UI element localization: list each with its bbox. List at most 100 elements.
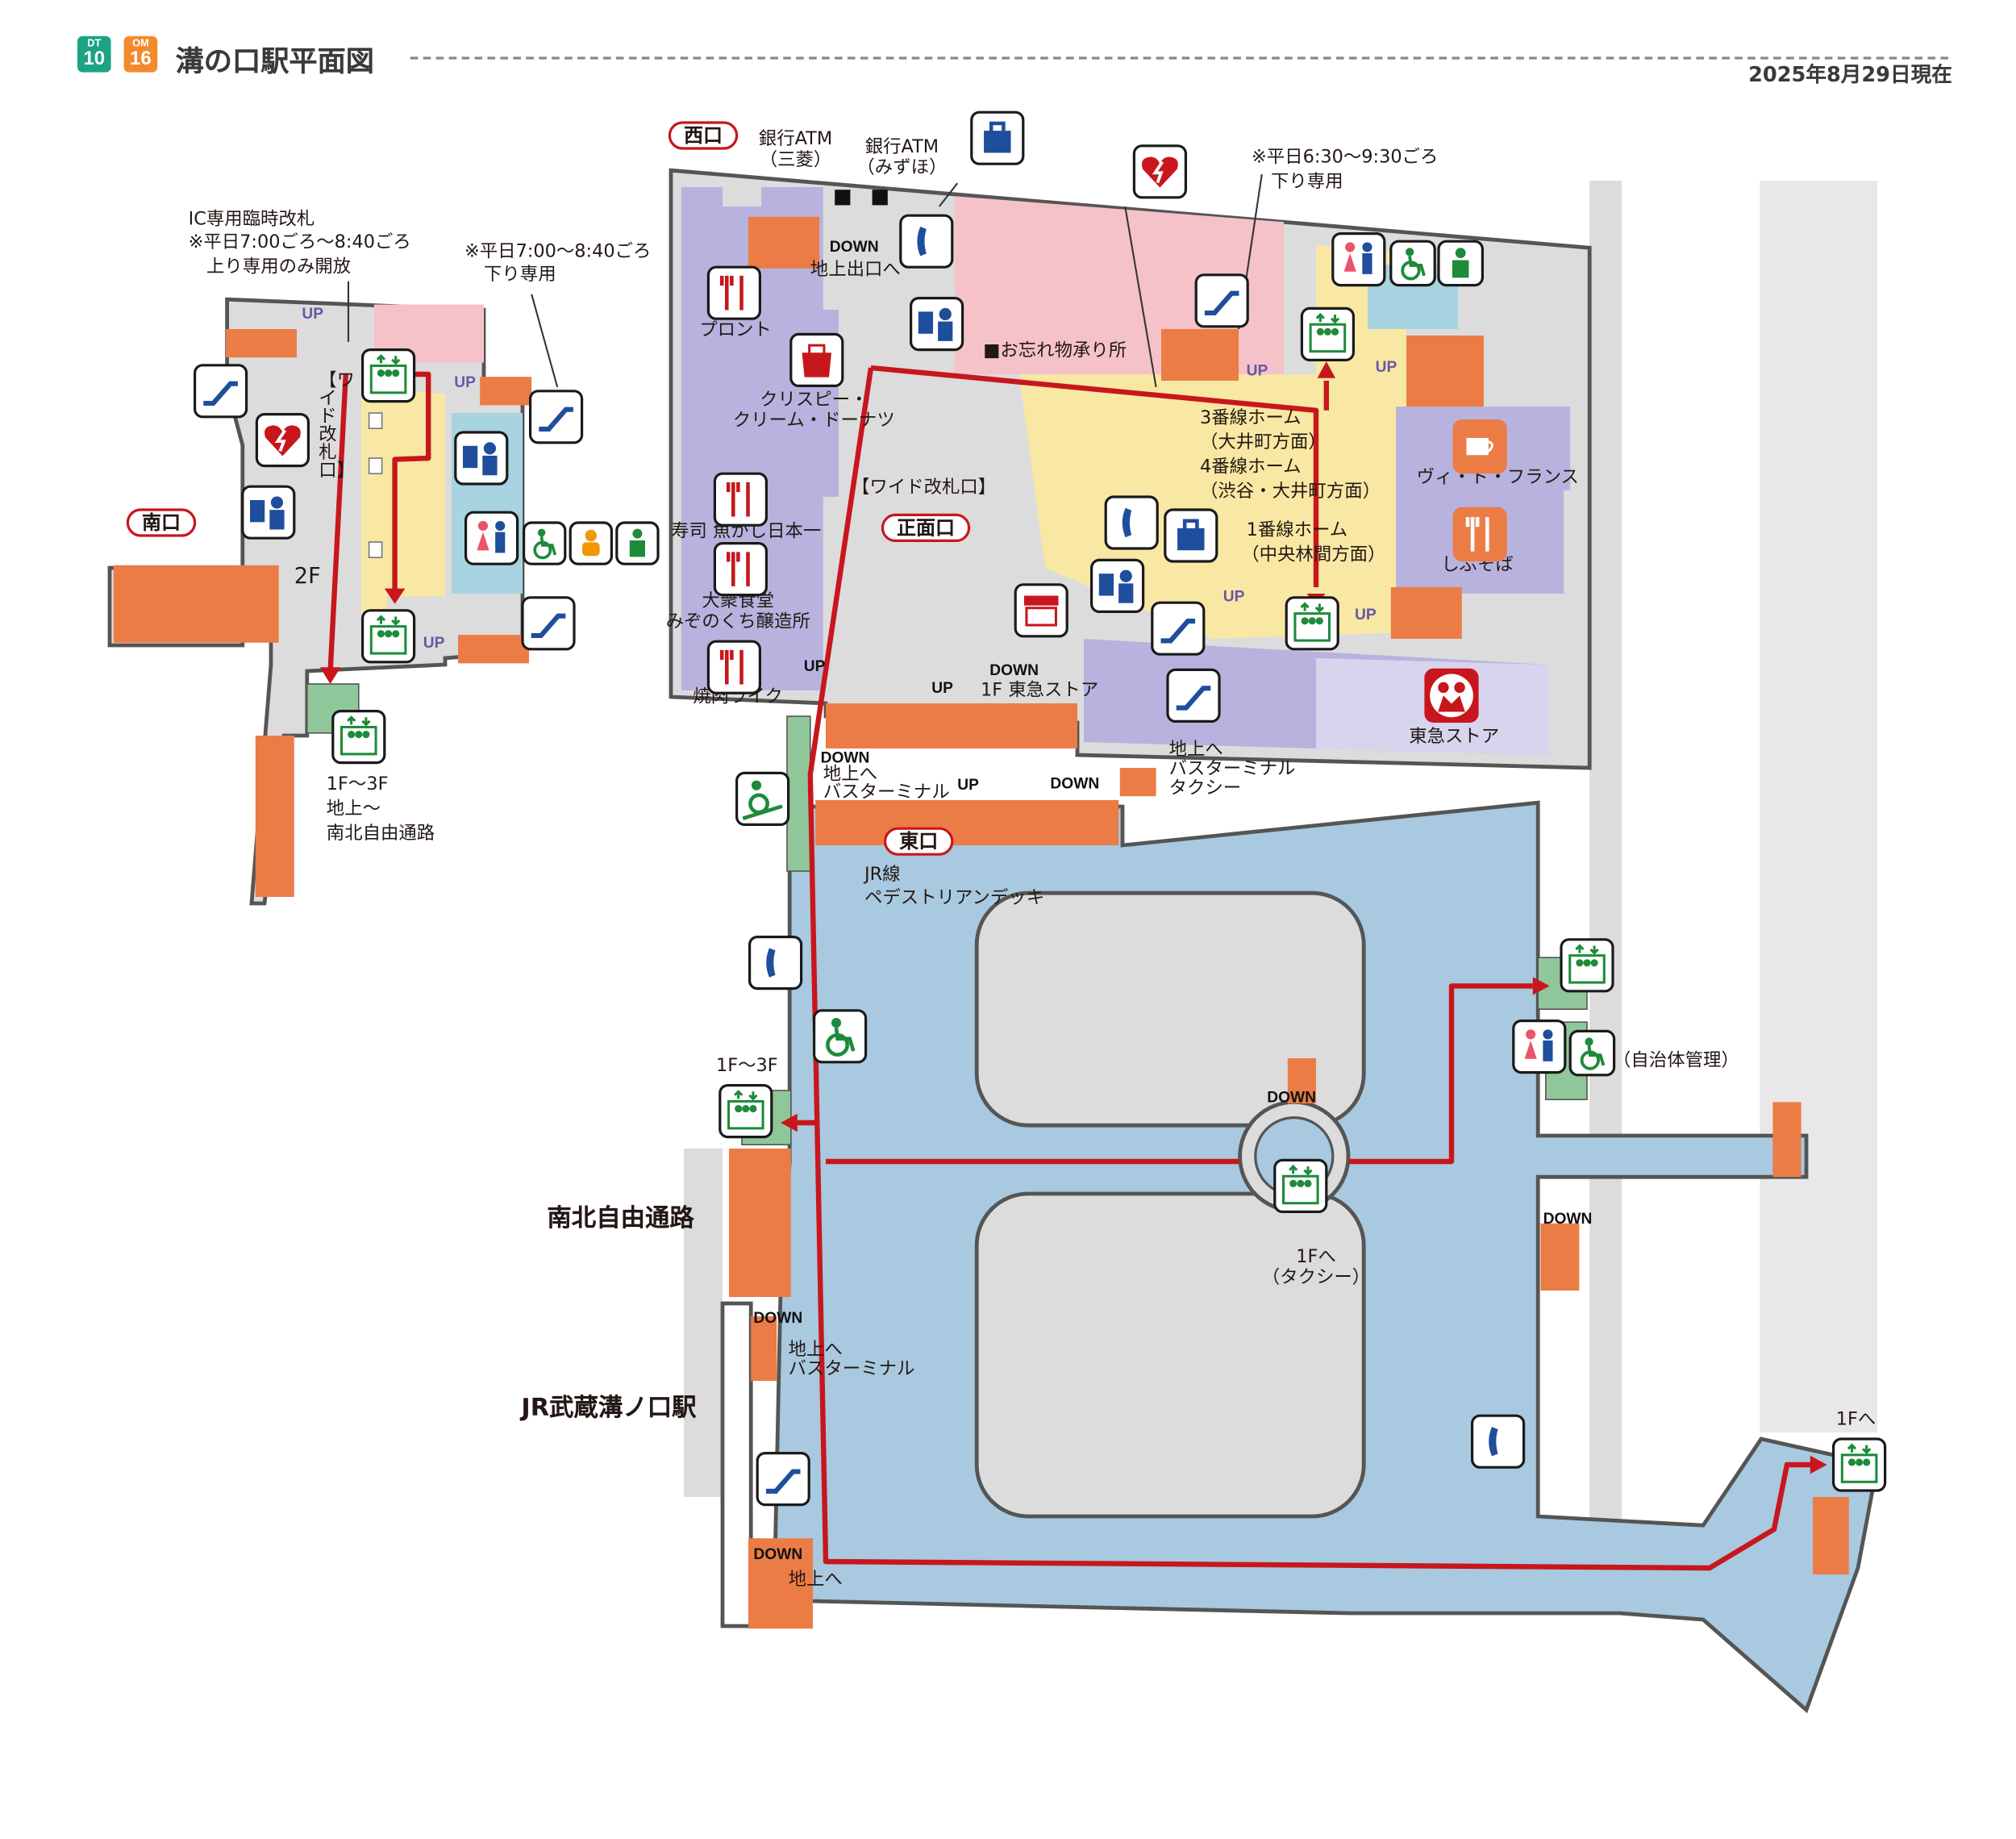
free-passage-label: 南北自由通路	[547, 1203, 694, 1232]
south-exit-label: 南口	[126, 508, 197, 537]
ground-bus-label-2: バスターミナル	[823, 782, 950, 803]
left-elevator-label-1: 1F～3F	[326, 774, 389, 795]
east-exit-label: 東口	[884, 827, 954, 856]
accessible-toilet-icon	[1389, 240, 1436, 287]
ticket-gates	[368, 412, 383, 559]
platform-1-label: 1番線ホーム	[1246, 519, 1348, 541]
jr-station-label: JR武蔵溝ノ口駅	[521, 1394, 697, 1423]
island-north	[974, 890, 1366, 1128]
bus-label-2: バスターミナル	[788, 1358, 915, 1380]
west-exit-label: 西口	[668, 121, 739, 150]
elevator-icon-southeast	[1832, 1437, 1887, 1492]
slope-icon	[735, 771, 790, 826]
elevator-icon-center	[1273, 1158, 1328, 1213]
ticket-office-icon-concourse[interactable]	[1090, 558, 1145, 613]
phone-icon-east[interactable]	[1471, 1414, 1526, 1469]
ic-gate-label-1: IC専用臨時改札	[188, 209, 315, 230]
down-arrow-lower-2: DOWN	[753, 1545, 803, 1563]
free-passage-stairs	[729, 1149, 791, 1297]
elevator-icon-east	[1560, 938, 1614, 993]
front-exit-label: 正面口	[881, 513, 971, 542]
stairs	[113, 216, 1849, 1629]
header-divider	[410, 56, 1948, 60]
weekday-note-1: ※平日6:30～9:30ごろ	[1252, 147, 1439, 168]
down-arrow-main-2: DOWN	[820, 749, 870, 767]
elevator-icon-left-3	[331, 710, 386, 765]
down-arrow-main-3: DOWN	[1050, 774, 1100, 793]
atm-mitsubishi-label: 銀行ATM（三菱）	[758, 129, 833, 171]
down-only-note-2: 下り専用	[484, 265, 556, 286]
up-arrow-main-7: UP	[957, 775, 979, 794]
jr-block	[720, 1301, 753, 1628]
restroom-icon	[1331, 232, 1386, 287]
ostomate-icon	[1437, 240, 1484, 287]
elevator-icon-left-2	[361, 609, 416, 664]
wide-gate-vertical: 【ワイド改札口】	[319, 370, 355, 482]
aed-icon-left	[255, 413, 310, 468]
cafe-icon	[1452, 419, 1507, 474]
free-passage-wall	[684, 1149, 723, 1497]
ticket-office-icon[interactable]	[910, 297, 964, 352]
restaurant-icon-shokudo	[713, 542, 768, 597]
up-arrow-left-3: UP	[423, 633, 445, 652]
restroom-icon-east	[1512, 1020, 1567, 1074]
right-corridor-1	[1589, 181, 1622, 1549]
down-arrow-right: DOWN	[1543, 1209, 1593, 1228]
restroom-icon-left	[464, 511, 519, 565]
accessible-toilet-icon-left	[523, 521, 567, 565]
platform-4-direction: （渋谷・大井町方面）	[1200, 481, 1381, 502]
ground-only-label: 地上へ	[788, 1569, 843, 1591]
up-arrow-main-1: UP	[1246, 361, 1268, 380]
phone-icon-concourse[interactable]	[1104, 495, 1159, 550]
restaurant-icon-yakiniku	[706, 640, 761, 694]
krispy-kreme-label: クリスピー・クリーム・ドーナツ	[732, 390, 895, 432]
up-arrow-main-2: UP	[1375, 357, 1397, 376]
ticket-office-icon-south[interactable]	[241, 485, 296, 540]
down-arrow-main-1: DOWN	[989, 661, 1039, 679]
platform-3-direction: （大井町方面）	[1200, 432, 1327, 453]
page-title: 溝の口駅平面図	[175, 46, 375, 79]
platform-1-direction: （中央林間方面）	[1241, 544, 1386, 565]
jr-deck-label-1: JR線	[864, 865, 901, 886]
island-south	[974, 1191, 1366, 1519]
takeout-icon-krispy	[789, 332, 844, 387]
platform-3-label: 3番線ホーム	[1200, 407, 1302, 429]
up-arrow-left-1: UP	[302, 304, 324, 323]
lost-found-icon	[970, 111, 1025, 165]
escalator-icon-left-2	[529, 390, 584, 444]
up-arrow-main-6: UP	[931, 678, 953, 697]
lower-elevator-label: 1F～3F	[716, 1055, 778, 1077]
up-arrow-main-5: UP	[803, 657, 826, 675]
jr-deck-label-2: ペデストリアンデッキ	[864, 887, 1045, 909]
escalator-icon-tokyu	[1166, 668, 1221, 723]
right-corridor-2	[1760, 181, 1877, 1432]
up-arrow-left-2: UP	[454, 373, 476, 391]
ground-exit-label: 地上出口へ	[810, 259, 901, 281]
shokudo-label: 大衆食堂みぞのくち醸造所	[665, 590, 810, 633]
atm-square-2	[872, 190, 888, 206]
as-of-date: 2025年8月29日現在	[1748, 61, 1952, 87]
weekday-note-2: 下り専用	[1271, 171, 1343, 193]
escalator-icon-left-1	[194, 364, 248, 419]
wheelchair-icon-deck	[813, 1009, 868, 1064]
municipal-label: （自治体管理）	[1613, 1050, 1739, 1071]
aed-icon	[1132, 144, 1187, 199]
ground-bus-label-1: 地上へ	[823, 764, 877, 785]
wheelchair-route	[327, 365, 1814, 1571]
up-arrow-main-4: UP	[1355, 605, 1377, 623]
escalator-icon-concourse	[1151, 601, 1206, 656]
lost-found-icon-concourse	[1164, 508, 1218, 563]
tokyu-store-label: 東急ストア	[1409, 726, 1500, 748]
down-exit-arrow: DOWN	[829, 237, 879, 256]
atm-mizuho-label: 銀行ATM（みずほ）	[856, 136, 948, 178]
tokyu-store-logo-icon	[1424, 668, 1479, 723]
ticket-office-icon-left[interactable]	[454, 431, 509, 486]
phone-icon[interactable]	[899, 214, 954, 269]
bus-label-1: 地上へ	[788, 1339, 843, 1361]
elevator-icon-main-1	[1300, 306, 1355, 361]
floor-label: 2F	[294, 564, 321, 590]
phone-icon-deck[interactable]	[748, 936, 803, 990]
down-arrow-center: DOWN	[1267, 1087, 1316, 1107]
